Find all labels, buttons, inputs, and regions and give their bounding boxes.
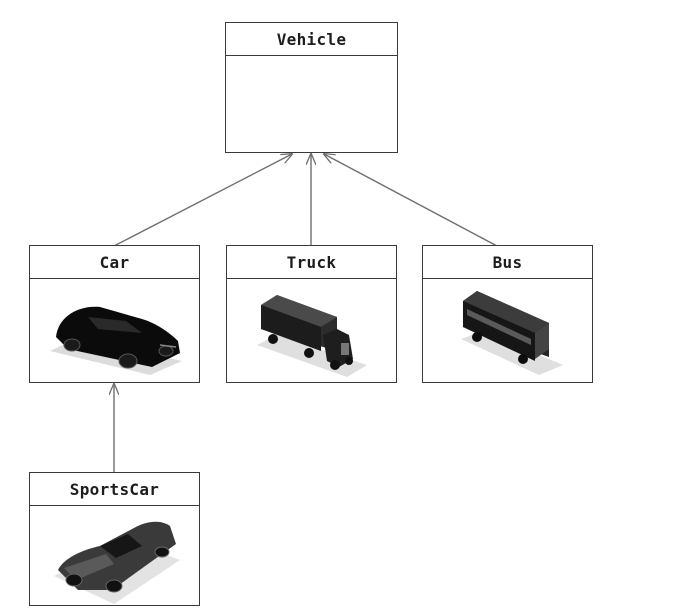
class-name-truck: Truck [227, 246, 396, 279]
arrow-car-to-vehicle [113, 154, 292, 247]
class-sportscar: SportsCar [29, 472, 200, 606]
class-car: Car [29, 245, 200, 383]
black-sedan-icon [50, 306, 182, 375]
class-name-bus: Bus [423, 246, 592, 279]
class-name-vehicle: Vehicle [226, 23, 397, 56]
semi-truck-icon [257, 295, 367, 377]
class-name-car: Car [30, 246, 199, 279]
arrow-bus-to-vehicle [324, 154, 498, 247]
sports-car-icon [54, 521, 180, 604]
class-name-sportscar: SportsCar [30, 473, 199, 506]
class-bus: Bus [422, 245, 593, 383]
class-vehicle: Vehicle [225, 22, 398, 153]
class-body-vehicle [226, 56, 397, 153]
bus-icon [461, 291, 563, 375]
class-truck: Truck [226, 245, 397, 383]
